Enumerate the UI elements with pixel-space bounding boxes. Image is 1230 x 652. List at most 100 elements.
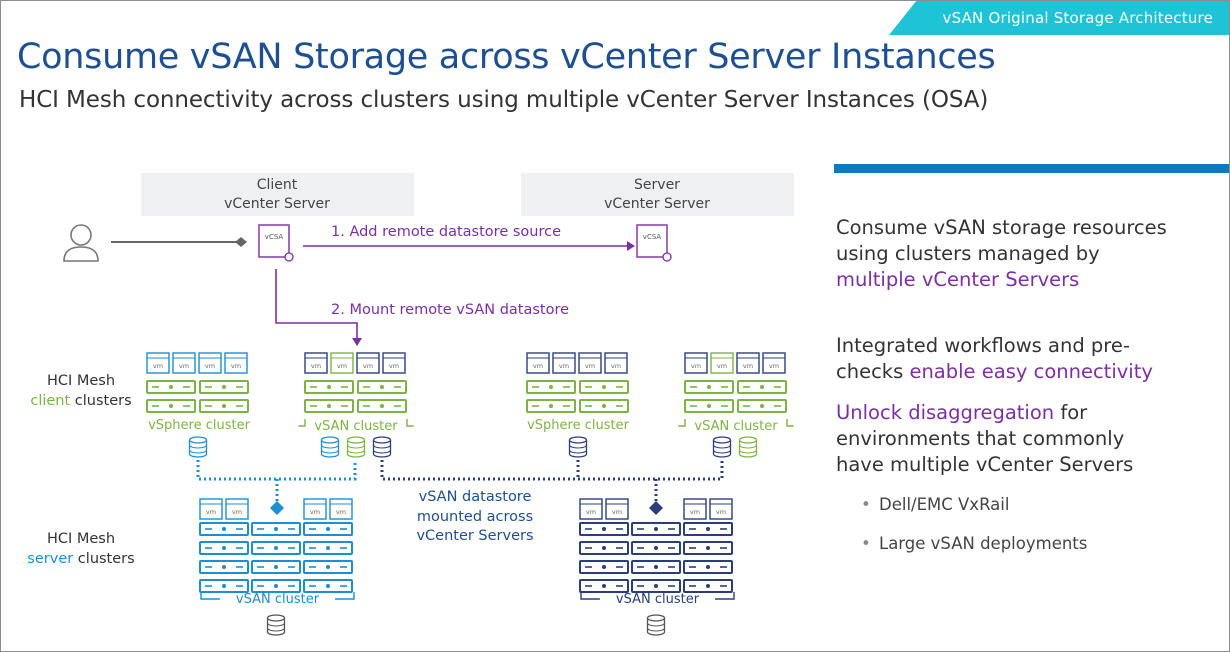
host-led bbox=[549, 385, 553, 389]
host-led bbox=[380, 385, 384, 389]
mounted-label: vSAN datastore bbox=[419, 489, 532, 505]
vsan-cluster-label: vSAN cluster bbox=[314, 419, 398, 434]
vm-label: vm bbox=[769, 362, 779, 370]
server-host-icon bbox=[579, 579, 629, 593]
server-host-icon bbox=[303, 579, 353, 593]
page-subtitle: HCI Mesh connectivity across clusters us… bbox=[19, 87, 989, 113]
user-icon-body bbox=[63, 246, 99, 262]
server-host-icon bbox=[526, 399, 576, 413]
vsan-cluster-label: vSAN cluster bbox=[616, 592, 700, 607]
vm-icon: vm bbox=[225, 498, 249, 520]
db-ring bbox=[738, 444, 758, 449]
host-led bbox=[326, 565, 330, 569]
vm-icon: vm bbox=[330, 352, 354, 374]
host-led bbox=[760, 385, 764, 389]
server-vcenter-label: vCenter Server bbox=[604, 196, 710, 212]
host-led bbox=[707, 404, 711, 408]
db-ring bbox=[266, 627, 286, 632]
vm-label: vm bbox=[612, 508, 622, 516]
server-host-icon bbox=[737, 380, 787, 394]
server-host-icon bbox=[199, 560, 249, 574]
server-host-icon bbox=[303, 522, 353, 536]
vm-icon: vm bbox=[736, 352, 760, 374]
host-led bbox=[380, 404, 384, 408]
bracket-line bbox=[298, 419, 306, 427]
vcsa-box bbox=[636, 224, 668, 258]
datastore-icon bbox=[738, 436, 758, 458]
server-host-icon bbox=[579, 380, 629, 394]
vm-icon: vm bbox=[579, 498, 603, 520]
db-ring bbox=[646, 622, 666, 627]
db-ring bbox=[188, 444, 208, 449]
client-clusters-label: client clusters bbox=[30, 393, 131, 409]
bracket-line bbox=[786, 419, 794, 427]
vm-label: vm bbox=[206, 508, 216, 516]
host-led bbox=[274, 565, 278, 569]
host-led bbox=[707, 385, 711, 389]
vm-icon: vm bbox=[198, 352, 222, 374]
datastore-icon bbox=[266, 614, 286, 636]
host-led bbox=[549, 404, 553, 408]
db-top bbox=[712, 436, 732, 444]
host-led bbox=[760, 404, 764, 408]
host-led bbox=[326, 584, 330, 588]
db-ring bbox=[712, 444, 732, 449]
section-banner-label: vSAN Original Storage Architecture bbox=[942, 9, 1213, 27]
vcsa-label: vCSA bbox=[265, 233, 284, 241]
accent-bar bbox=[834, 164, 1229, 173]
host-led bbox=[222, 584, 226, 588]
step1-label: 1. Add remote datastore source bbox=[331, 224, 561, 240]
server-host-icon bbox=[199, 399, 249, 413]
server-vcenter-box bbox=[521, 173, 794, 216]
vsan-cluster-label: vSAN cluster bbox=[694, 419, 778, 434]
vm-icon: vm bbox=[578, 352, 602, 374]
vm-icon: vm bbox=[762, 352, 786, 374]
diamond-icon bbox=[270, 501, 284, 515]
client-vcenter-label: Client bbox=[257, 177, 298, 193]
vm-label: vm bbox=[691, 362, 701, 370]
vm-label: vm bbox=[743, 362, 753, 370]
bracket-line bbox=[335, 592, 355, 600]
host-led bbox=[706, 584, 710, 588]
host-led bbox=[222, 546, 226, 550]
db-top bbox=[266, 614, 286, 622]
host-led bbox=[274, 584, 278, 588]
vm-label: vm bbox=[559, 362, 569, 370]
host-led bbox=[327, 385, 331, 389]
vm-label: vm bbox=[611, 362, 621, 370]
vsphere-cluster-label: vSphere cluster bbox=[148, 418, 250, 433]
server-host-icon bbox=[579, 399, 629, 413]
host-led bbox=[654, 565, 658, 569]
host-led bbox=[654, 584, 658, 588]
host-led bbox=[654, 546, 658, 550]
db-ring bbox=[188, 449, 208, 454]
vm-icon: vm bbox=[329, 498, 353, 520]
bullet-dot-icon: • bbox=[861, 495, 871, 514]
db-ring bbox=[712, 449, 732, 454]
client-vcenter-label: vCenter Server bbox=[224, 196, 330, 212]
host-led bbox=[706, 565, 710, 569]
db-top bbox=[646, 614, 666, 622]
vm-icon: vm bbox=[605, 498, 629, 520]
vm-label: vm bbox=[586, 508, 596, 516]
host-led bbox=[602, 546, 606, 550]
server-host-icon bbox=[737, 399, 787, 413]
host-led bbox=[654, 527, 658, 531]
dotted-connector bbox=[196, 460, 357, 481]
vm-label: vm bbox=[690, 508, 700, 516]
datastore-icon bbox=[188, 436, 208, 458]
server-host-icon bbox=[579, 522, 629, 536]
server-host-icon bbox=[631, 579, 681, 593]
host-led bbox=[326, 546, 330, 550]
host-led bbox=[602, 527, 606, 531]
host-led bbox=[602, 404, 606, 408]
server-host-icon bbox=[199, 380, 249, 394]
vm-label: vm bbox=[153, 362, 163, 370]
server-host-icon bbox=[683, 560, 733, 574]
server-host-icon bbox=[357, 399, 407, 413]
server-host-icon bbox=[683, 522, 733, 536]
vm-label: vm bbox=[231, 362, 241, 370]
vm-icon: vm bbox=[356, 352, 380, 374]
server-host-icon bbox=[303, 560, 353, 574]
vm-icon: vm bbox=[199, 498, 223, 520]
